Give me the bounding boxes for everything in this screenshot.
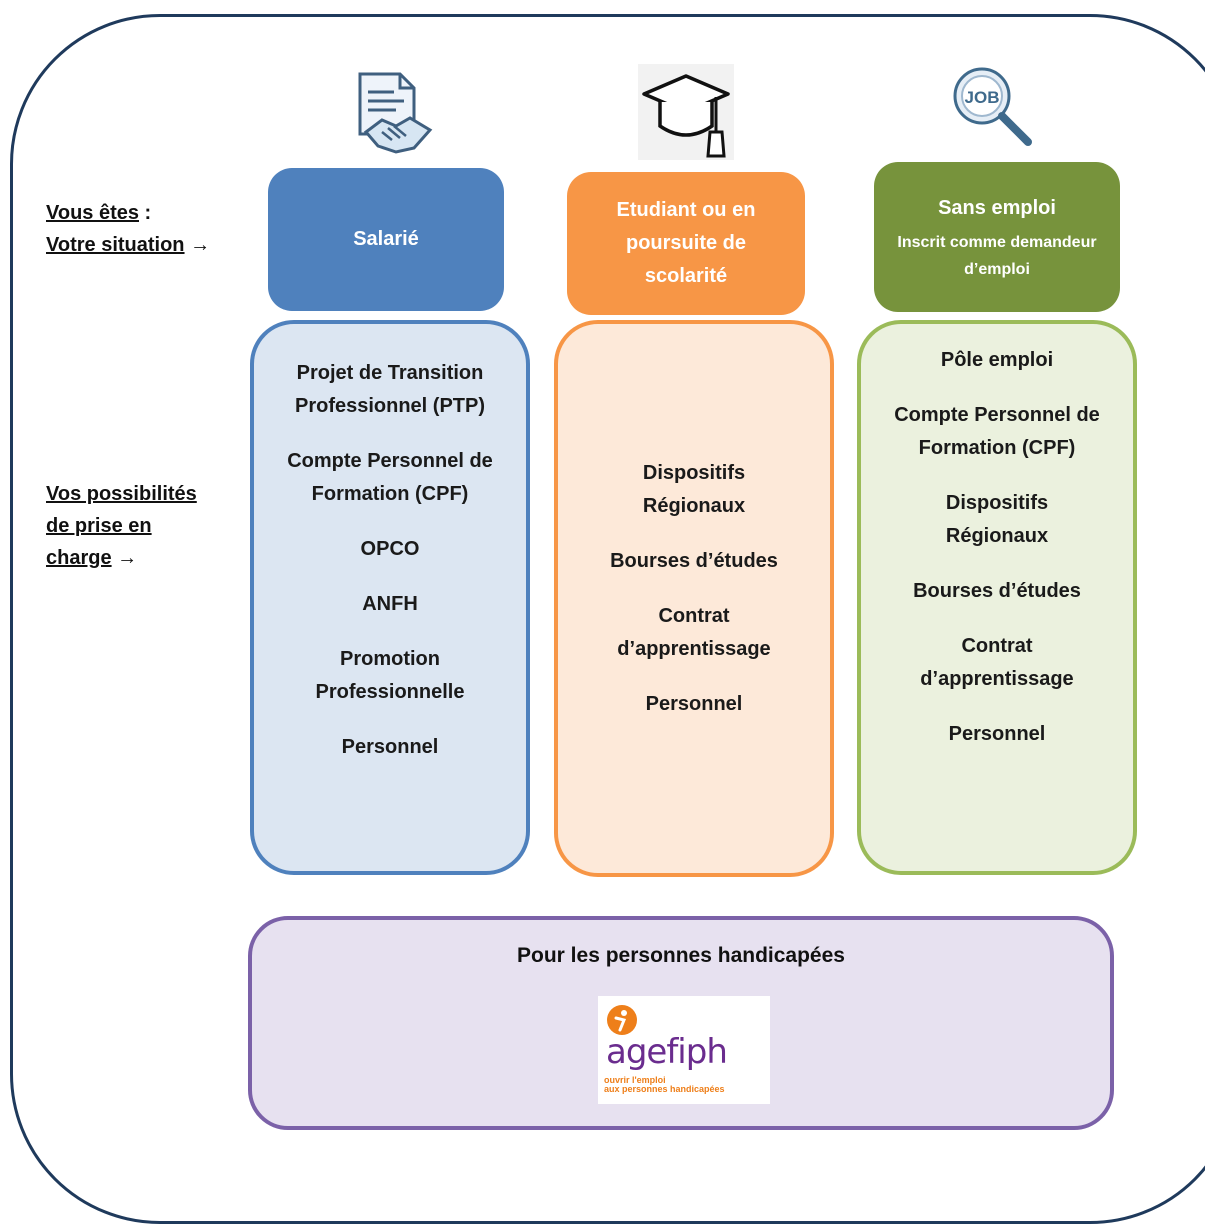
situation-label: Vous êtes : Votre situation →	[46, 197, 210, 261]
handicap-box: Pour les personnes handicapées agefiph o…	[248, 916, 1114, 1130]
svg-text:JOB: JOB	[965, 88, 1000, 107]
option-item: Dispositifs Régionaux	[642, 462, 746, 517]
option-item: Personnel	[341, 736, 439, 758]
option-item: Promotion Professionnelle	[315, 648, 465, 703]
option-item: Projet de Transition Professionnel (PTP)	[294, 362, 486, 417]
agefiph-logo-tagline: ouvrir l'emploi aux personnes handicapée…	[604, 1076, 725, 1094]
option-item: Dispositifs Régionaux	[945, 492, 1049, 547]
option-item: Compte Personnel de Formation (CPF)	[287, 450, 493, 505]
options-label-line1: Vos possibilités	[46, 483, 197, 505]
handicap-title: Pour les personnes handicapées	[517, 944, 845, 967]
option-item: Contrat d’apprentissage	[920, 635, 1074, 690]
option-item: Pôle emploi	[940, 349, 1054, 371]
arrow-right-icon: →	[184, 234, 211, 256]
agefiph-logo-word: agefiph	[606, 1032, 728, 1072]
options-label-line2: de prise en	[46, 515, 152, 537]
option-item: Compte Personnel de Formation (CPF)	[894, 404, 1100, 459]
job-search-icon: JOB	[953, 67, 1032, 146]
option-item: OPCO	[360, 538, 420, 560]
arrow-right-icon: →	[111, 547, 138, 569]
graduation-cap-icon	[638, 64, 734, 160]
agefiph-logo: agefiph ouvrir l'emploi aux personnes ha…	[598, 996, 770, 1104]
agefiph-tag-line2: aux personnes handicapées	[604, 1084, 725, 1094]
option-item: Personnel	[948, 723, 1046, 745]
option-item: Personnel	[645, 693, 743, 715]
options-label-line3: charge	[46, 547, 112, 569]
header-sans-emploi-title: Sans emploi	[938, 196, 1056, 219]
option-item: Bourses d’études	[913, 580, 1081, 602]
option-item: ANFH	[362, 593, 418, 615]
options-salarie: Projet de Transition Professionnel (PTP)…	[250, 320, 530, 875]
header-etudiant-title: Etudiant ou en poursuite de scolarité	[616, 199, 756, 287]
situation-label-suffix: :	[139, 202, 152, 224]
agefiph-person-icon	[607, 1005, 637, 1035]
situation-label-line1: Vous êtes	[46, 202, 139, 224]
header-salarie: Salarié	[268, 168, 504, 311]
header-sans-emploi: Sans emploi Inscrit comme demandeur d’em…	[874, 162, 1120, 312]
header-etudiant: Etudiant ou en poursuite de scolarité	[567, 172, 805, 315]
agefiph-tag-line1: ouvrir l'emploi	[604, 1075, 666, 1085]
header-sans-emploi-subtitle: Inscrit comme demandeur d’emploi	[897, 233, 1097, 278]
options-label: Vos possibilités de prise en charge →	[46, 478, 197, 574]
situation-label-line2: Votre situation	[46, 234, 185, 256]
header-salarie-title: Salarié	[353, 228, 419, 250]
option-item: Contrat d’apprentissage	[617, 605, 771, 660]
option-item: Bourses d’études	[610, 550, 778, 572]
contract-handshake-icon	[358, 72, 433, 154]
